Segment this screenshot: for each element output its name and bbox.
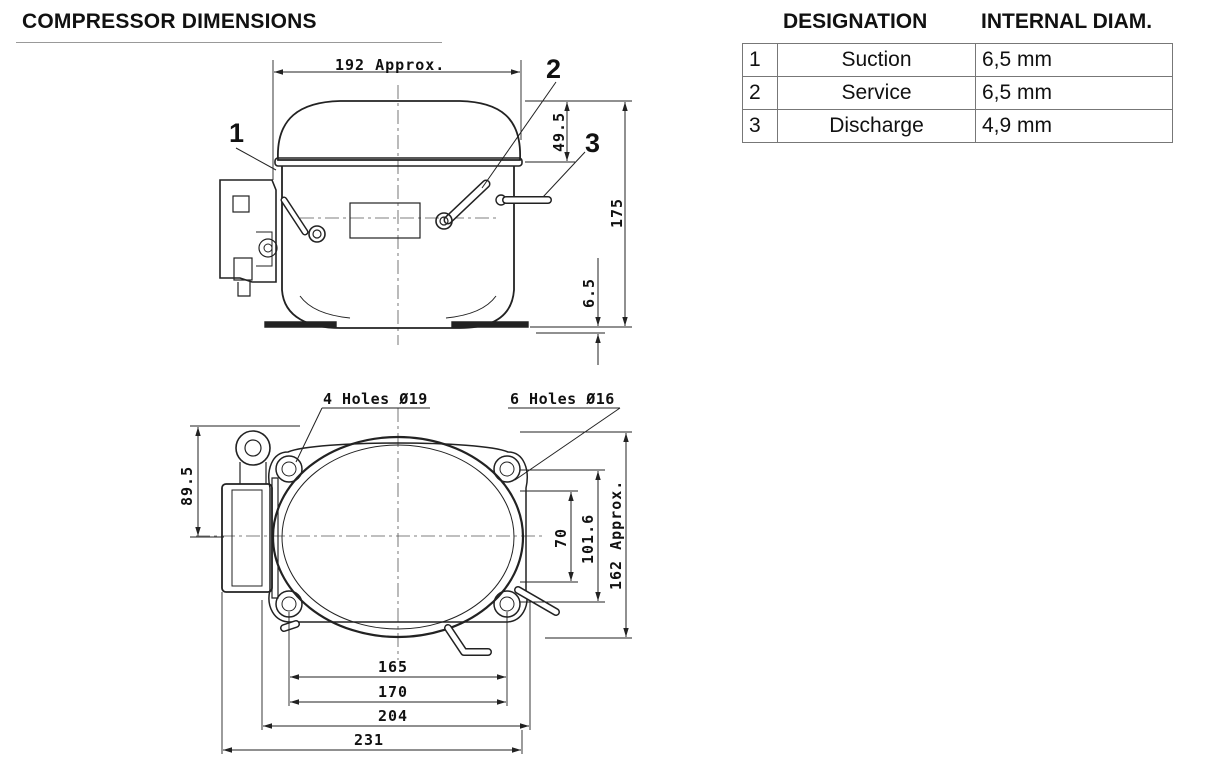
dim-162-label: 162 Approx. [607, 480, 625, 590]
row-diameter: 4,9 mm [975, 109, 1173, 143]
dim-89-5-label: 89.5 [178, 466, 196, 506]
dim-165-label: 165 [378, 658, 408, 676]
compressor-dome [277, 100, 521, 161]
dim-101-6-label: 101.6 [579, 514, 597, 564]
callout-discharge: 3 [585, 128, 600, 158]
compressor-shell [271, 435, 525, 639]
holes-16-label: 6 Holes Ø16 [510, 390, 615, 408]
side-width-label: 192 Approx. [335, 56, 445, 74]
table-row: 1 Suction 6,5 mm [742, 43, 1173, 77]
internal-diam-header: INTERNAL DIAM. [981, 10, 1153, 33]
electrical-box [219, 179, 277, 283]
side-top-label: 49.5 [550, 112, 568, 152]
dome-seam [274, 157, 523, 167]
title-underline [16, 42, 442, 43]
table-row: 3 Discharge 4,9 mm [742, 109, 1173, 143]
dim-70-label: 70 [552, 528, 570, 548]
connection-table: 1 Suction 6,5 mm 2 Service 6,5 mm 3 Disc… [742, 43, 1173, 143]
mount-hole [275, 455, 303, 483]
callout-service: 2 [546, 54, 561, 84]
dim-204-label: 204 [378, 707, 408, 725]
left-foot [264, 321, 337, 328]
row-diameter: 6,5 mm [975, 43, 1173, 77]
terminal-ring [235, 430, 271, 466]
top-view [190, 407, 632, 754]
side-bottom-label: 6.5 [580, 278, 598, 308]
nameplate [349, 202, 421, 239]
right-foot [451, 321, 529, 328]
dim-231-label: 231 [354, 731, 384, 749]
page-title: COMPRESSOR DIMENSIONS [22, 10, 317, 33]
side-view [219, 60, 632, 365]
dim-170-label: 170 [378, 683, 408, 701]
side-height-label: 175 [608, 198, 626, 228]
row-designation: Discharge [777, 109, 976, 143]
callout-suction: 1 [229, 118, 244, 148]
holes-19-label: 4 Holes Ø19 [323, 390, 428, 408]
mount-hole [493, 455, 521, 483]
row-designation: Service [777, 76, 976, 110]
designation-header: DESIGNATION [783, 10, 928, 33]
terminal-box [221, 483, 273, 593]
row-designation: Suction [777, 43, 976, 77]
compressor-body [281, 166, 515, 329]
